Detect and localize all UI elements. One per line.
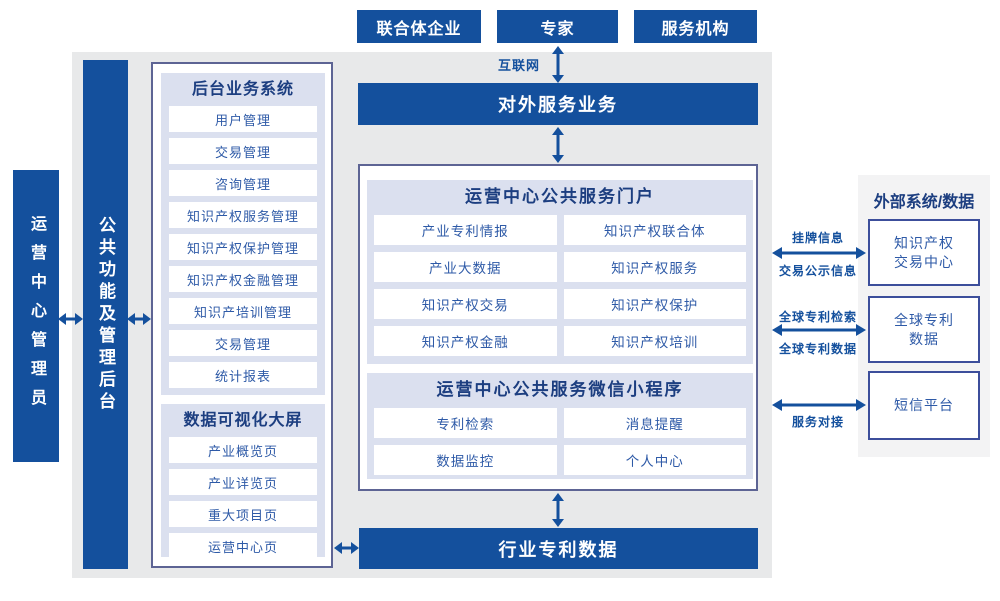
list-item: 重大项目页 <box>169 501 317 527</box>
arrow-actors-external-service <box>552 46 564 83</box>
data-visualization-section: 数据可视化大屏 产业概览页 产业详览页 重大项目页 运营中心页 <box>161 404 325 559</box>
list-item: 咨询管理 <box>169 170 317 196</box>
list-item: 知识产权金融 <box>374 326 557 356</box>
industry-patent-data-banner: 行业专利数据 <box>359 528 758 569</box>
list-item: 个人中心 <box>563 445 746 475</box>
list-item: 交易管理 <box>169 138 317 164</box>
list-item: 知识产权金融管理 <box>169 266 317 292</box>
link-label-global-patent-search: 全球专利检索 <box>778 310 857 324</box>
center-panel: 运营中心公共服务门户 产业专利情报 知识产权联合体 产业大数据 知识产权服务 知… <box>358 164 758 491</box>
arrow-ip-trade-center <box>772 247 866 259</box>
section-items: 用户管理 交易管理 咨询管理 知识产权服务管理 知识产权保护管理 知识产权金融管… <box>169 106 317 388</box>
portal-items: 产业专利情报 知识产权联合体 产业大数据 知识产权服务 知识产权交易 知识产权保… <box>374 215 746 356</box>
external-box-ip-trade-center: 知识产权交易中心 <box>868 219 980 286</box>
actor-service-agency: 服务机构 <box>634 10 757 43</box>
list-item: 交易管理 <box>169 330 317 356</box>
arrow-backend-patent-data <box>334 542 359 554</box>
arrow-portal-patent-data <box>552 493 564 527</box>
list-item: 知识产权保护 <box>563 289 746 319</box>
list-item: 知识产权培训 <box>563 326 746 356</box>
list-item: 知识产权保护管理 <box>169 234 317 260</box>
section-title: 运营中心公共服务微信小程序 <box>436 380 684 399</box>
arrow-external-service-portal <box>552 127 564 163</box>
portal-section: 运营中心公共服务门户 产业专利情报 知识产权联合体 产业大数据 知识产权服务 知… <box>367 180 753 364</box>
external-service-banner: 对外服务业务 <box>358 83 758 125</box>
list-item: 产业专利情报 <box>374 215 557 245</box>
section-title: 后台业务系统 <box>191 81 294 98</box>
arrow-admin-functions <box>58 313 83 325</box>
miniprogram-items: 专利检索 消息提醒 数据监控 个人中心 <box>374 408 746 475</box>
actor-label: 服务机构 <box>661 20 730 38</box>
rail-label: 公共功能及管理后台 <box>96 215 115 414</box>
list-item: 知识产权服务 <box>563 252 746 282</box>
link-label-global-patent-data: 全球专利数据 <box>778 342 857 356</box>
list-item: 用户管理 <box>169 106 317 132</box>
section-title: 运营中心公共服务门户 <box>465 187 655 206</box>
external-box-sms-platform: 短信平台 <box>868 371 980 440</box>
external-box-label: 短信平台 <box>894 397 954 413</box>
rail-label: 运营中心管理员 <box>28 214 45 418</box>
list-item: 知识产权联合体 <box>563 215 746 245</box>
banner-label: 行业专利数据 <box>498 539 619 560</box>
external-box-global-patent-data: 全球专利数据 <box>868 296 980 363</box>
internet-label: 互联网 <box>497 58 540 73</box>
list-item: 知识产培训管理 <box>169 298 317 324</box>
backend-panel: 后台业务系统 用户管理 交易管理 咨询管理 知识产权服务管理 知识产权保护管理 … <box>151 62 333 568</box>
list-item: 知识产权服务管理 <box>169 202 317 228</box>
list-item: 知识产权交易 <box>374 289 557 319</box>
actor-label: 联合体企业 <box>376 20 462 38</box>
section-items: 产业概览页 产业详览页 重大项目页 运营中心页 <box>169 437 317 559</box>
actor-expert: 专家 <box>497 10 618 43</box>
external-systems-panel: 外部系统/数据 知识产权交易中心 全球专利数据 短信平台 <box>858 175 990 457</box>
list-item: 产业概览页 <box>169 437 317 463</box>
section-title: 数据可视化大屏 <box>183 412 303 429</box>
actor-label: 专家 <box>540 20 575 38</box>
rail-operations-admin: 运营中心管理员 <box>13 170 59 462</box>
list-item: 运营中心页 <box>169 533 317 559</box>
list-item: 消息提醒 <box>563 408 746 438</box>
list-item: 产业大数据 <box>374 252 557 282</box>
link-label-listing-info: 挂牌信息 <box>791 231 844 245</box>
rail-public-functions-backend: 公共功能及管理后台 <box>83 60 128 569</box>
list-item: 产业详览页 <box>169 469 317 495</box>
link-label-trade-publicity: 交易公示信息 <box>778 264 857 278</box>
actor-consortium-enterprise: 联合体企业 <box>357 10 481 43</box>
external-box-label: 知识产权交易中心 <box>894 234 954 270</box>
backend-business-section: 后台业务系统 用户管理 交易管理 咨询管理 知识产权服务管理 知识产权保护管理 … <box>161 73 325 395</box>
arrow-functions-backend-panel <box>127 313 151 325</box>
list-item: 数据监控 <box>374 445 557 475</box>
arrow-sms-platform <box>772 399 866 411</box>
link-label-service-connect: 服务对接 <box>791 415 844 429</box>
list-item: 专利检索 <box>374 408 557 438</box>
banner-label: 对外服务业务 <box>498 95 618 115</box>
external-panel-title: 外部系统/数据 <box>873 194 975 211</box>
external-box-label: 全球专利数据 <box>894 311 954 347</box>
miniprogram-section: 运营中心公共服务微信小程序 专利检索 消息提醒 数据监控 个人中心 <box>367 373 753 479</box>
list-item: 统计报表 <box>169 362 317 388</box>
arrow-global-patent-data <box>772 324 866 336</box>
